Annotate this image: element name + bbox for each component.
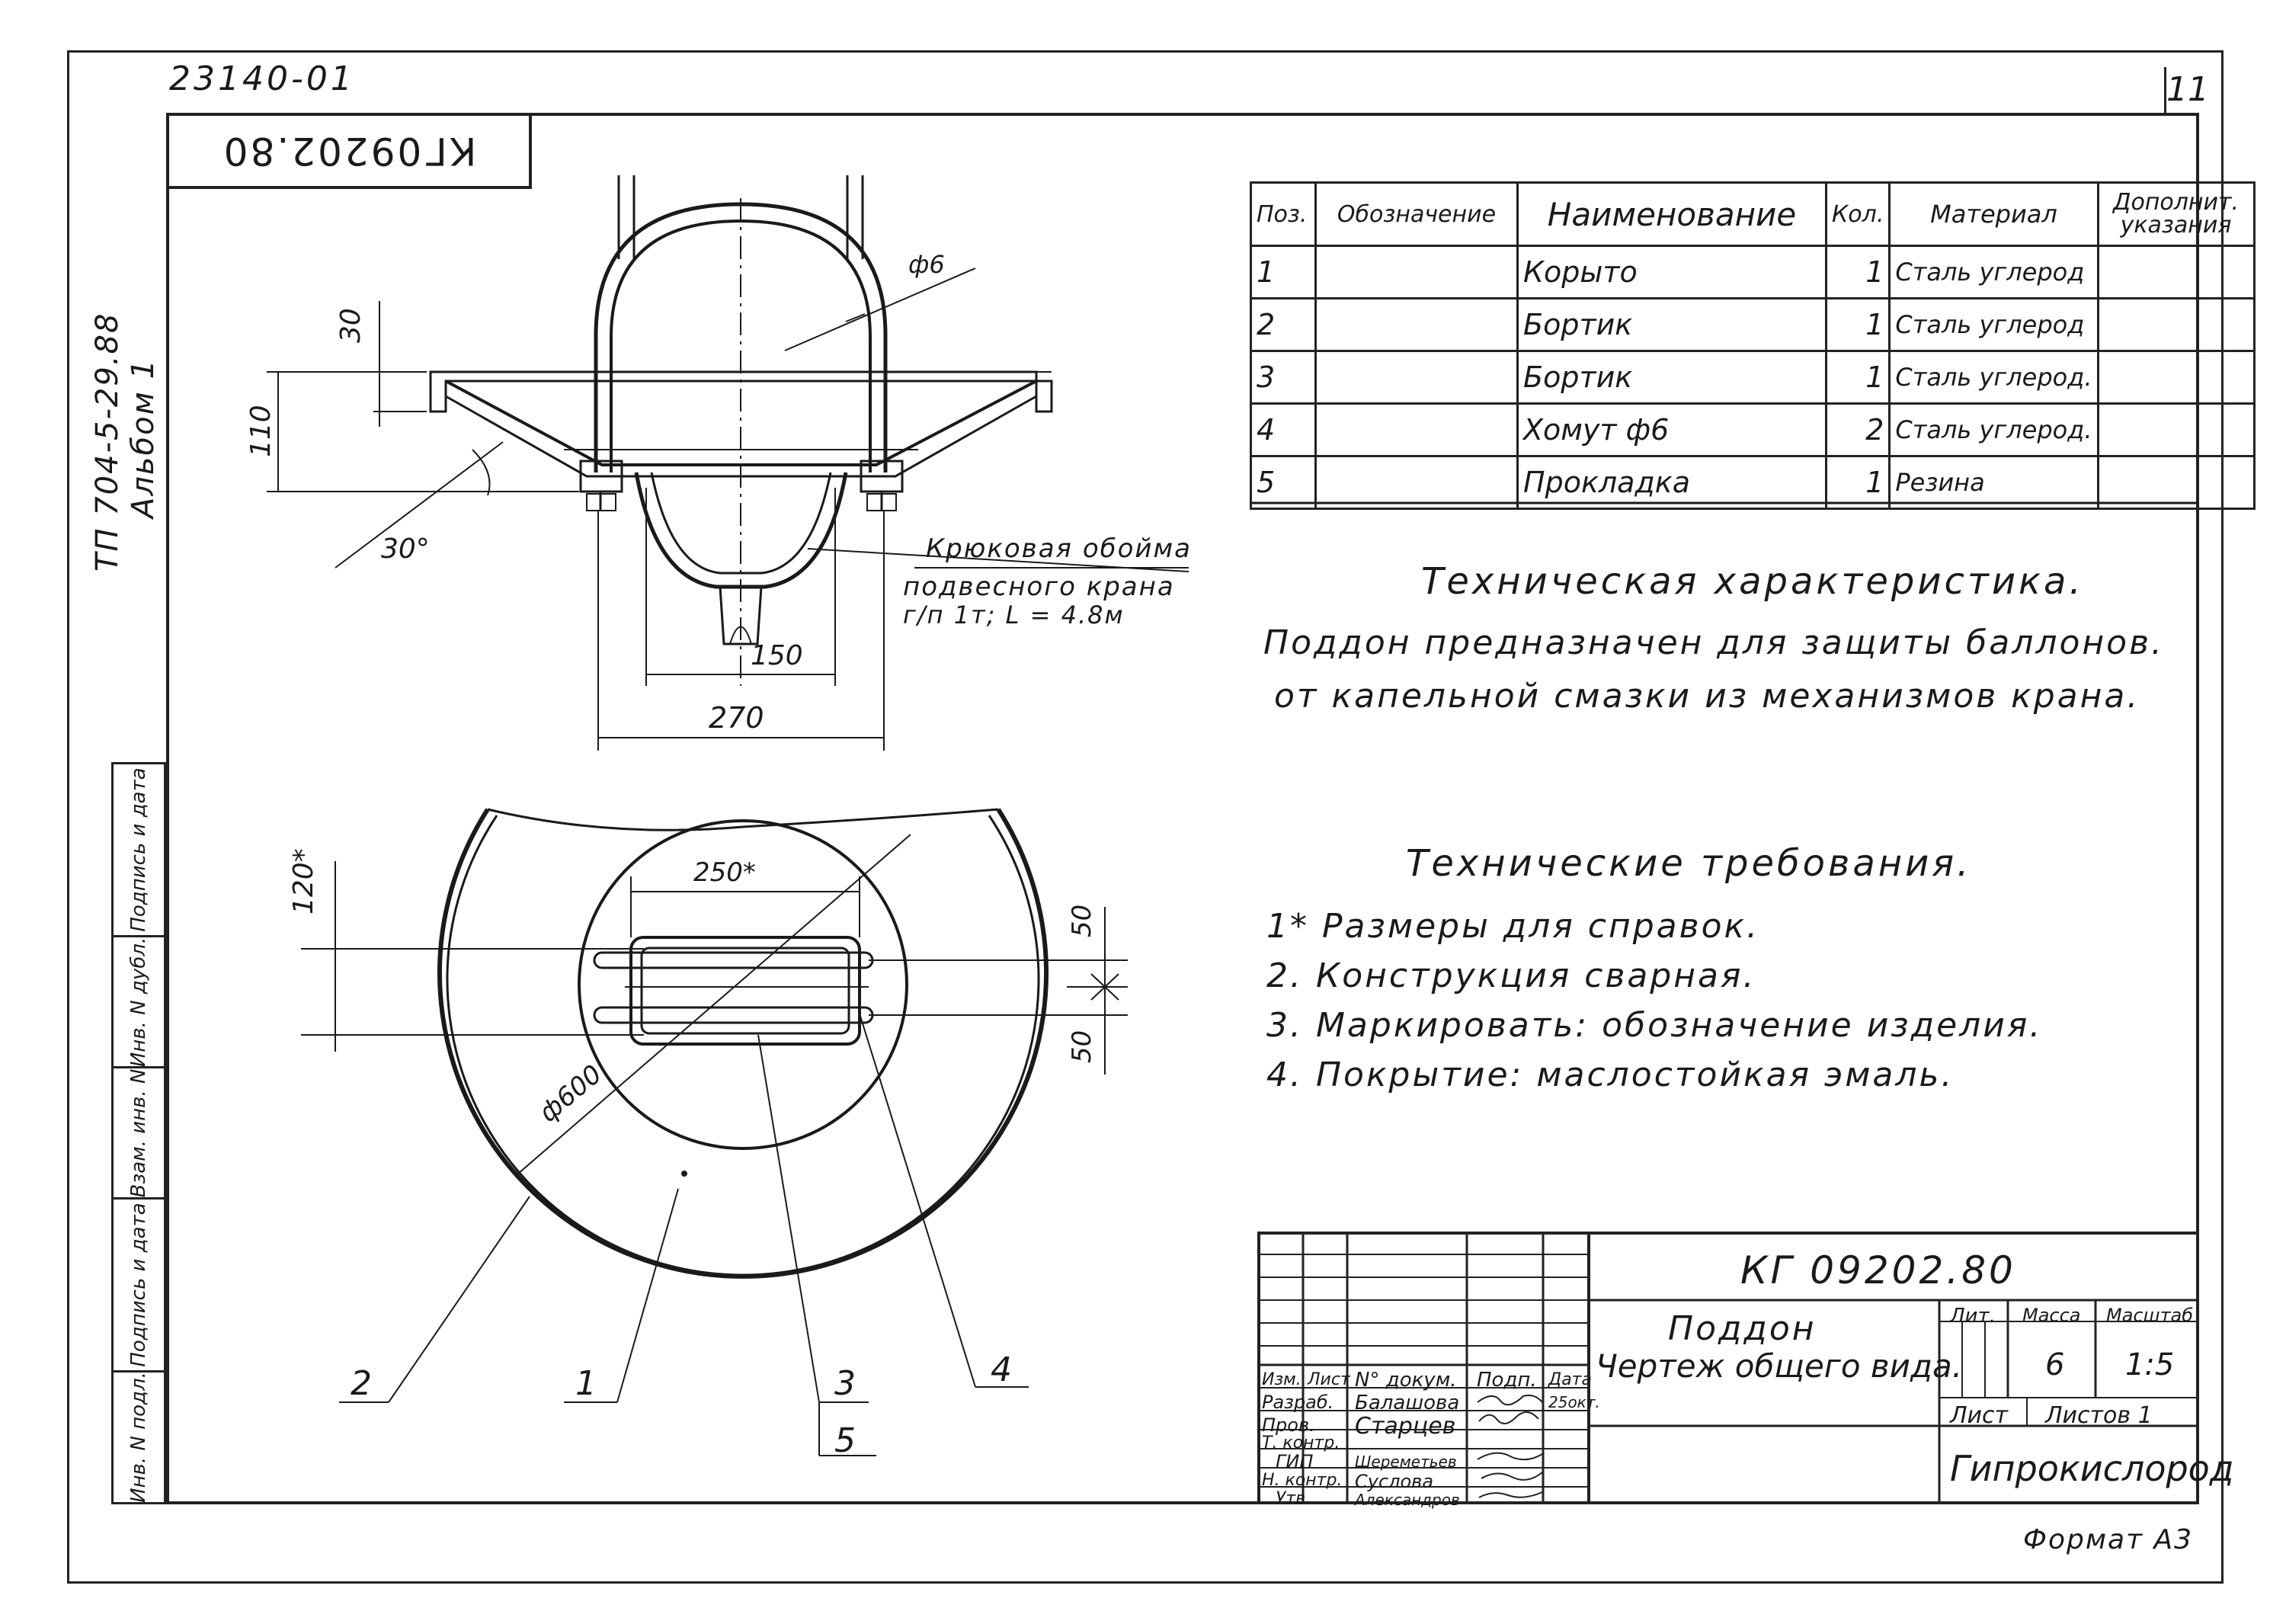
role-4: ГИП — [1276, 1451, 1314, 1472]
callout-3: 3 — [834, 1364, 856, 1403]
crane-label-1: Крюковая обойма — [926, 533, 1192, 564]
callout-5: 5 — [834, 1421, 856, 1460]
tech-char-title: Техническая характеристика. — [1421, 560, 2084, 603]
header-pos: Поз. — [1250, 181, 1317, 247]
tech-req-item-4: 4. Покрытие: маслостойкая эмаль. — [1266, 1055, 1955, 1094]
header-notes: Дополнит. указания — [2096, 181, 2256, 247]
doc-number: 23140-01 — [169, 59, 355, 98]
lit-label: Лит. — [1950, 1305, 1996, 1328]
role-3: Т. контр. — [1262, 1433, 1340, 1453]
header-name: Наименование — [1516, 181, 1827, 247]
scale-value: 1:5 — [2125, 1347, 2175, 1382]
phi6: ф6 — [908, 250, 945, 279]
sheets-label: Листов 1 — [2045, 1402, 2153, 1429]
tech-char-line2: от капельной смазки из механизмов крана. — [1274, 677, 2140, 716]
name-6: Александров — [1355, 1491, 1460, 1509]
name-5: Суслова — [1355, 1471, 1434, 1492]
callout-4: 4 — [991, 1350, 1012, 1389]
title-block-code: КГ 09202.80 — [1740, 1248, 2016, 1292]
dim-30: 30 — [335, 308, 367, 343]
sheet-label: Лист — [1950, 1402, 2009, 1429]
callout-2: 2 — [351, 1364, 372, 1403]
mass-label: Масса — [2022, 1305, 2081, 1326]
dim-110: 110 — [245, 405, 277, 457]
crane-label-3: г/п 1т; L = 4.8м — [903, 601, 1125, 629]
tech-req-title: Технические требования. — [1406, 842, 1972, 885]
date-value: 25окт. — [1548, 1393, 1600, 1411]
role-6: Утв. — [1276, 1489, 1311, 1508]
rotated-code-box: КГ09202.80 — [169, 116, 532, 189]
title-line-1: Поддон — [1668, 1309, 1817, 1348]
name-2: Старцев — [1355, 1413, 1456, 1440]
name-1: Балашова — [1355, 1392, 1460, 1414]
role-2: Пров. — [1262, 1414, 1315, 1436]
col-sign: Подп. — [1477, 1369, 1537, 1392]
dim-270: 270 — [709, 701, 764, 735]
drawing-frame — [166, 113, 2199, 1504]
scale-label: Масштаб — [2106, 1305, 2194, 1326]
col-list: Лист — [1308, 1370, 1350, 1389]
tech-char-line1: Поддон предназначен для защиты баллонов. — [1263, 623, 2165, 662]
tech-req-item-2: 2. Конструкция сварная. — [1266, 956, 1756, 995]
callout-1: 1 — [575, 1364, 597, 1403]
col-date: Дата — [1548, 1370, 1592, 1389]
name-4: Шереметьев — [1355, 1453, 1457, 1471]
outer-frame — [67, 50, 2224, 1584]
angle-30: 30° — [381, 533, 430, 565]
stamp-orig-inv: Инв. N подл. — [111, 1370, 166, 1504]
format-label: Формат А3 — [2023, 1524, 2194, 1555]
title-block: КГ 09202.80 Поддон Чертеж общего вида. И… — [1257, 1232, 2234, 1509]
dim-50-top: 50 — [1067, 904, 1097, 937]
dim-150: 150 — [751, 640, 803, 671]
header-material: Материал — [1888, 181, 2099, 247]
col-izm: Изм. — [1262, 1370, 1301, 1389]
dim-120: 120* — [288, 848, 319, 915]
title-line-2: Чертеж общего вида. — [1596, 1347, 1963, 1385]
crane-label-2: подвесного крана — [903, 572, 1175, 602]
spec-table: Поз. Обозначение Наименование Кол. Матер… — [1250, 181, 2256, 510]
header-qty: Кол. — [1824, 181, 1891, 247]
dim-50-bottom: 50 — [1067, 1030, 1097, 1063]
dim-250: 250* — [693, 857, 756, 888]
col-doc: N° докум. — [1355, 1369, 1457, 1392]
tech-req-item-3: 3. Маркировать: обозначение изделия. — [1266, 1006, 2043, 1045]
header-designation: Обозначение — [1314, 181, 1519, 247]
mass-value: 6 — [2045, 1347, 2065, 1382]
organization: Гипрокислород — [1950, 1448, 2234, 1489]
role-5: Н. контр. — [1262, 1471, 1343, 1490]
tech-req-item-1: 1* Размеры для справок. — [1266, 907, 1760, 946]
role-1: Разраб. — [1262, 1392, 1334, 1413]
